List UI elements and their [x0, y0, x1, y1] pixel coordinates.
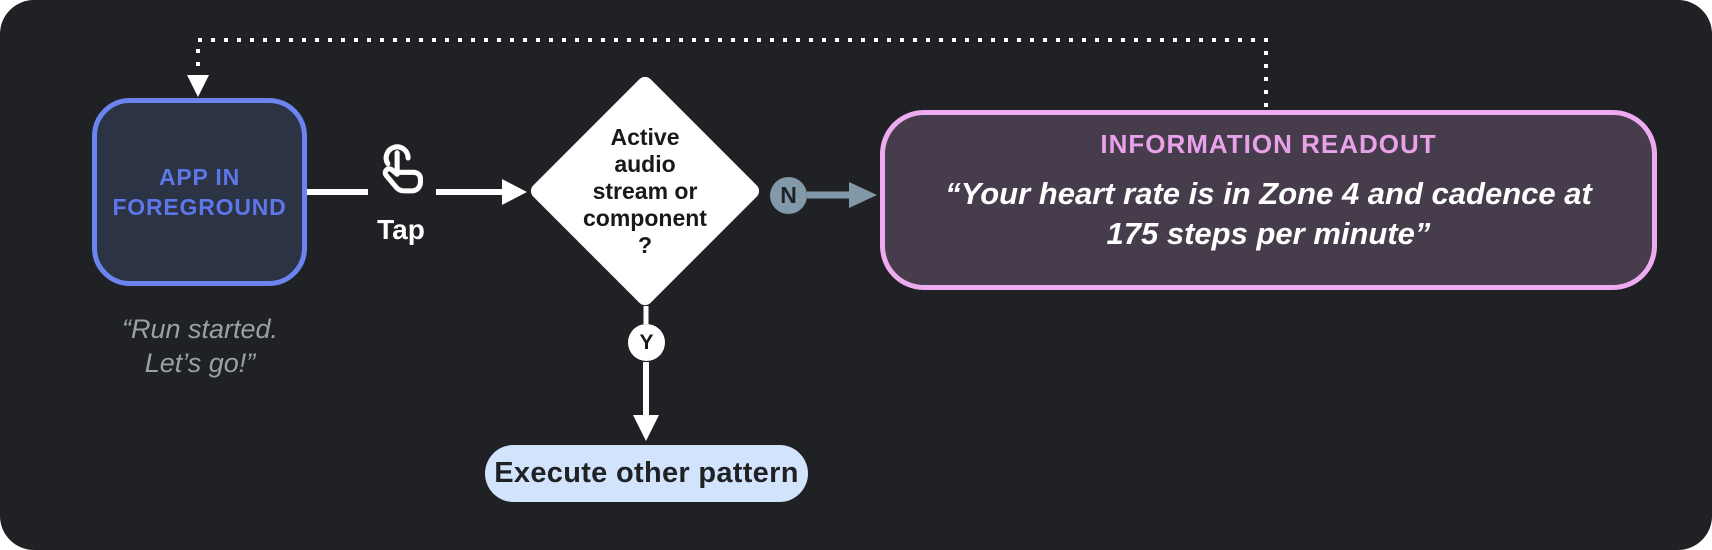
app-in-foreground-node: APP IN FOREGROUND: [92, 98, 307, 286]
app-voice-quote-line1: “Run started.: [121, 314, 279, 344]
yes-branch-badge: Y: [628, 324, 665, 361]
decision-line2: audio: [614, 151, 676, 177]
arrowhead-into-decision: [502, 179, 527, 205]
arrowhead-into-execute: [633, 415, 659, 441]
decision-line3: stream or: [592, 178, 698, 204]
decision-line4: component: [583, 205, 707, 231]
no-branch-badge: N: [770, 177, 807, 214]
app-voice-quote-line2: Let’s go!”: [144, 348, 256, 378]
readout-quote: “Your heart rate is in Zone 4 and cadenc…: [945, 174, 1592, 254]
information-readout-node: INFORMATION READOUT “Your heart rate is …: [880, 110, 1657, 290]
app-node-label-line1: APP IN: [158, 164, 241, 190]
arrowhead-into-readout: [849, 182, 877, 208]
decision-question: Active audio stream or component ?: [545, 124, 745, 259]
tap-gesture-icon: [382, 144, 423, 194]
tap-label: Tap: [377, 214, 425, 245]
app-node-label-line2: FOREGROUND: [112, 194, 287, 220]
readout-quote-line1: “Your heart rate is in Zone 4 and cadenc…: [945, 176, 1592, 211]
execute-other-pattern-node: Execute other pattern: [485, 445, 808, 502]
app-voice-quote: “Run started. Let’s go!”: [50, 312, 350, 380]
tap-motion-arc: [383, 144, 411, 167]
tap-hand: [382, 166, 423, 194]
decision-line5: ?: [637, 232, 653, 258]
dotted-loop-line: [196, 38, 1268, 107]
decision-line1: Active: [610, 124, 680, 150]
readout-quote-line2: 175 steps per minute”: [1106, 216, 1431, 251]
loop-arrowhead-into-app: [187, 75, 209, 97]
readout-title: INFORMATION READOUT: [1100, 129, 1437, 159]
